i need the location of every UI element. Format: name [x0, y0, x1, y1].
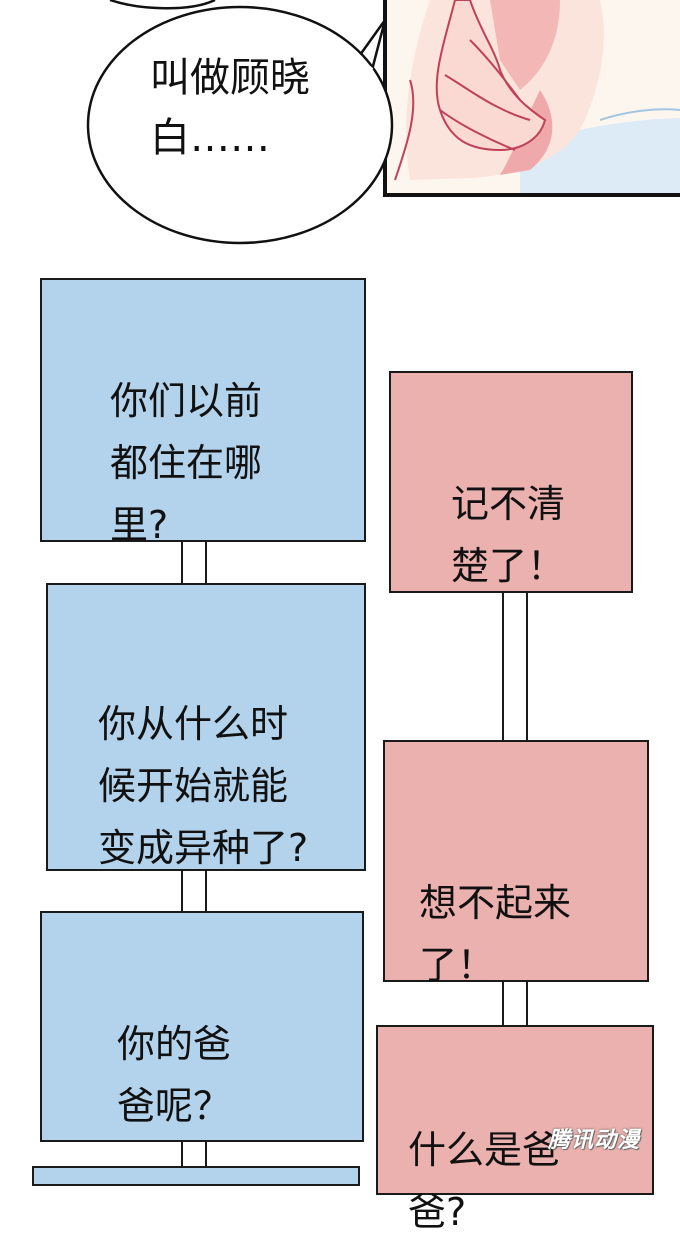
question-box-1: 你们以前 都住在哪 里? [40, 278, 366, 547]
top-panel: 叫做顾晓 白…… [0, 0, 680, 250]
answer-text-1: 记不清 楚了！ [451, 482, 566, 588]
question-box-2: 你从什么时 候开始就能 变成异种了? [46, 583, 366, 871]
right-connector-2 [502, 981, 528, 1027]
answer-box-3: 什么是爸 爸? [376, 1025, 654, 1234]
answer-box-1: 记不清 楚了！ [389, 371, 633, 593]
question-box-3: 你的爸 爸呢？ [40, 911, 364, 1142]
character-artwork [86, 0, 680, 245]
answer-text-3: 什么是爸 爸? [408, 1128, 561, 1234]
speech-bubble-text: 叫做顾晓 白…… [150, 55, 310, 161]
watermark-logo: 腾讯动漫 [548, 1128, 641, 1153]
left-connector-1 [181, 541, 207, 584]
answer-text-2: 想不起来 了！ [419, 881, 572, 987]
left-connector-2 [181, 870, 207, 912]
question-box-4-partial [32, 1166, 360, 1186]
question-text-3: 你的爸 爸呢？ [117, 1022, 232, 1128]
answer-box-2: 想不起来 了！ [383, 740, 649, 987]
left-connector-3 [181, 1141, 207, 1172]
question-text-1: 你们以前 都住在哪 里? [110, 379, 263, 547]
right-connector-1 [502, 592, 528, 741]
question-text-2: 你从什么时 候开始就能 变成异种了? [98, 702, 309, 870]
